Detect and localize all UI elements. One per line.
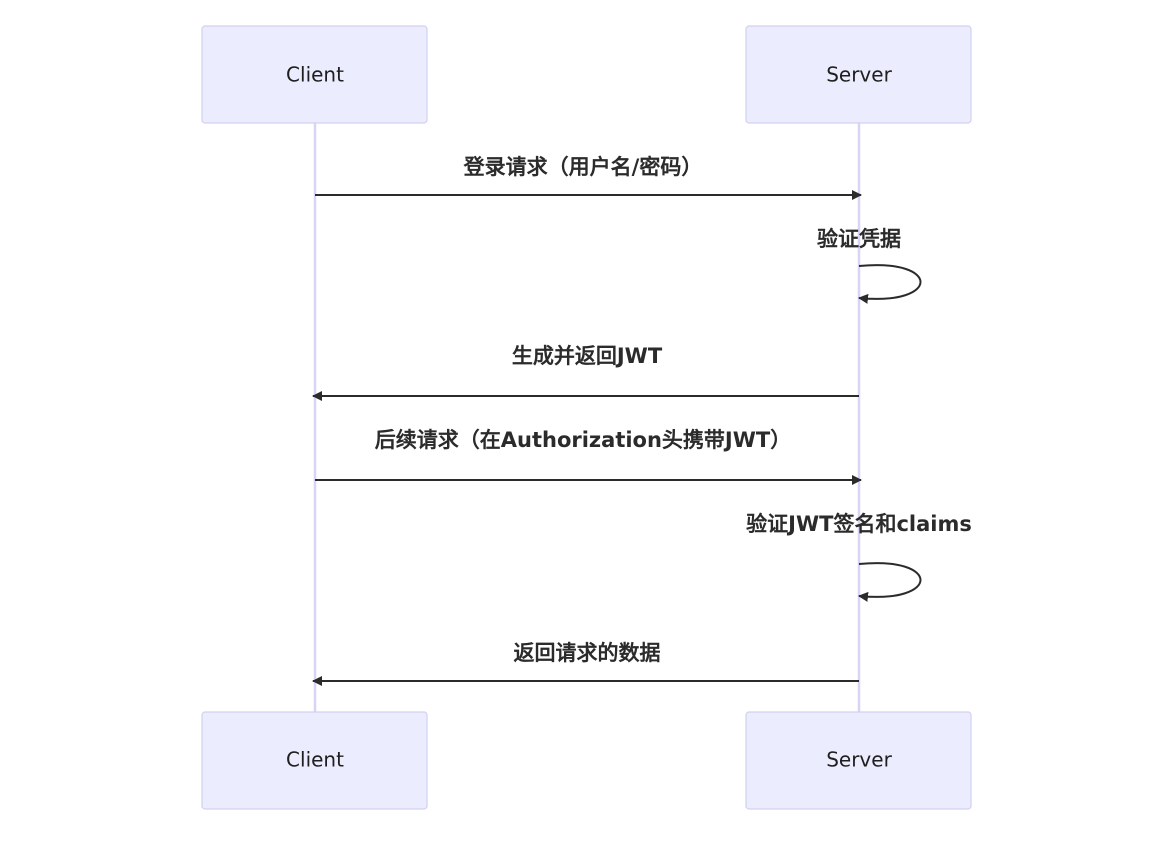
message-login-request: 登录请求（用户名/密码） — [315, 155, 862, 200]
message-return-data: 返回请求的数据 — [312, 641, 859, 686]
server-actor-bottom: Server — [745, 711, 972, 810]
message-label: 后续请求（在Authorization头携带JWT） — [375, 428, 791, 452]
server-actor-top: Server — [745, 25, 972, 124]
message-label: 验证凭据 — [817, 227, 901, 251]
message-verify-credentials: 验证凭据 — [817, 227, 922, 304]
message-label: 验证JWT签名和claims — [746, 512, 972, 536]
server-actor-bottom-label: Server — [826, 748, 892, 772]
client-actor-bottom: Client — [201, 711, 428, 810]
message-verify-jwt: 验证JWT签名和claims — [746, 512, 972, 602]
server-actor-top-label: Server — [826, 63, 892, 87]
client-actor-bottom-label: Client — [286, 748, 344, 772]
self-loop-arrow — [858, 264, 922, 304]
message-label: 返回请求的数据 — [514, 641, 661, 665]
self-loop-arrow — [858, 562, 922, 602]
message-label: 生成并返回JWT — [512, 344, 663, 368]
message-return-jwt: 生成并返回JWT — [312, 344, 859, 401]
message-label: 登录请求（用户名/密码） — [463, 155, 703, 179]
message-subsequent-request: 后续请求（在Authorization头携带JWT） — [315, 428, 862, 485]
client-actor-top-label: Client — [286, 63, 344, 87]
client-actor-top: Client — [201, 25, 428, 124]
